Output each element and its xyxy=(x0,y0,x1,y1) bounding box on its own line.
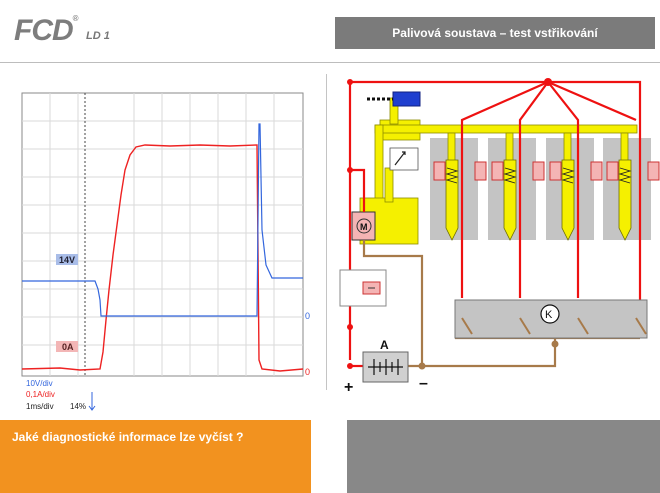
current-marker-bg xyxy=(56,341,78,352)
time-base: 1ms/div xyxy=(26,402,54,411)
pressure-valve-icon xyxy=(394,151,406,166)
motor-symbol xyxy=(356,218,372,234)
battery-icon xyxy=(368,359,403,375)
voltage-trace xyxy=(22,123,303,317)
page-title: Palivová soustava – test vstřikování xyxy=(335,17,655,49)
ecu-label: K xyxy=(545,309,553,321)
oscilloscope-panel: 14V 0A 0 0 10V/div 0,1A/div 1ms/div 14% xyxy=(21,92,310,411)
ground-junction xyxy=(418,362,426,370)
minus-terminal: – xyxy=(419,375,428,392)
motor-label: M xyxy=(360,222,368,232)
logo-subtitle: LD 1 xyxy=(86,30,110,42)
scope-grid xyxy=(22,93,303,376)
plus-terminal: + xyxy=(344,379,353,396)
current-trace xyxy=(21,144,304,372)
fuel-filter xyxy=(392,91,421,107)
ammeter-label: A xyxy=(380,338,389,352)
question-box: Jaké diagnostické informace lze vyčíst ? xyxy=(0,420,311,493)
ecu-ground-junction xyxy=(551,340,559,348)
circuit-diagram: M xyxy=(339,78,660,396)
header-divider xyxy=(0,62,660,63)
fcd-logo: FCD® xyxy=(14,14,79,47)
ecu-switches xyxy=(461,317,647,335)
voltage-zero-level: 0 xyxy=(305,311,310,321)
injector-blocks xyxy=(430,138,651,240)
voltage-marker-bg xyxy=(56,254,78,265)
header: FCD® LD 1 Palivová soustava – test vstři… xyxy=(0,0,660,62)
fuel-system xyxy=(359,97,638,245)
voltage-marker: 14V xyxy=(59,255,75,265)
panel-divider xyxy=(326,74,327,390)
current-scale: 0,1A/div xyxy=(26,390,55,399)
injectors xyxy=(445,159,632,241)
answer-box xyxy=(347,420,660,493)
trigger-percent: 14% xyxy=(70,402,86,411)
ecu-symbol xyxy=(540,304,560,324)
voltage-scale: 10V/div xyxy=(26,379,53,388)
injector-coil-blocks xyxy=(433,161,660,181)
injector-springs xyxy=(445,167,632,184)
current-zero-level: 0 xyxy=(305,367,310,377)
wiring-junctions xyxy=(347,78,552,369)
trigger-arrow-icon xyxy=(88,392,96,411)
current-marker: 0A xyxy=(62,342,74,352)
